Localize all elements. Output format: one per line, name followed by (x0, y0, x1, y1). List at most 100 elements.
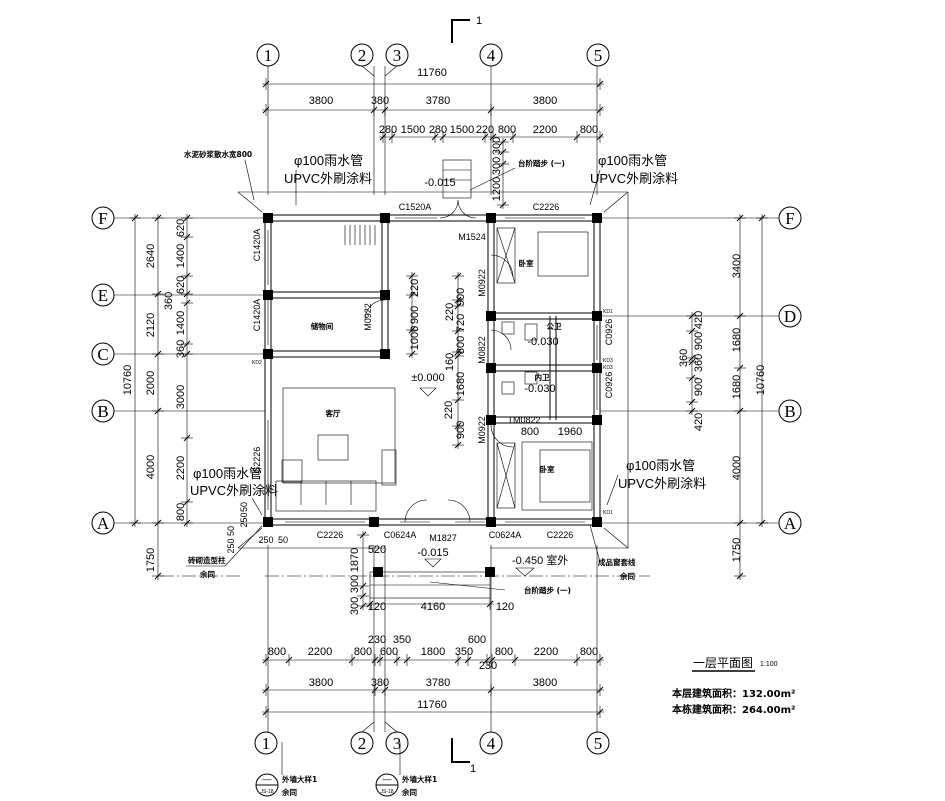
axis-bubble-2-bottom: 2 (350, 731, 374, 755)
svg-text:C0926: C0926 (604, 319, 614, 346)
level-marker (419, 387, 437, 397)
column (380, 213, 390, 223)
room-public-bath: 公卫 (547, 322, 562, 331)
svg-text:120: 120 (496, 601, 514, 613)
svg-text:800: 800 (268, 646, 286, 658)
svg-text:350: 350 (455, 646, 473, 658)
apron-outline (238, 191, 629, 549)
svg-text:M0822: M0822 (477, 336, 487, 364)
svg-text:360: 360 (175, 340, 187, 358)
svg-text:C2226: C2226 (252, 447, 262, 474)
pipe-note-left: φ100雨水管 (193, 466, 262, 481)
column (592, 363, 602, 373)
axis-bubble-B-left: B (91, 399, 115, 423)
apron-note: 水泥砂浆散水宽800 (184, 149, 252, 159)
svg-text:420: 420 (693, 311, 705, 329)
level-bath1: -0.030 (527, 336, 558, 348)
svg-text:280: 280 (379, 124, 397, 136)
window-trim-note: 成品窗套线 (598, 557, 636, 567)
svg-text:3800: 3800 (309, 677, 333, 689)
column (486, 415, 496, 425)
svg-text:TM0822: TM0822 (507, 415, 540, 425)
svg-text:2: 2 (358, 734, 367, 753)
svg-text:11760: 11760 (417, 699, 447, 711)
svg-text:KD3: KD3 (603, 358, 613, 364)
svg-text:900: 900 (455, 288, 467, 306)
svg-text:B: B (97, 402, 108, 421)
svg-text:1: 1 (262, 734, 271, 753)
room-bedroom-2: 卧室 (540, 464, 555, 474)
svg-text:1960: 1960 (558, 426, 582, 438)
svg-text:M1827: M1827 (429, 533, 457, 543)
column (369, 517, 379, 527)
svg-text:900: 900 (693, 332, 705, 350)
drawing-title: 一层平面图 1:100 本层建筑面积：132.00m² 本栋建筑面积：264.0… (672, 656, 795, 716)
svg-text:余同: 余同 (619, 571, 635, 581)
svg-text:220: 220 (444, 303, 456, 321)
line (603, 527, 629, 549)
svg-text:1000: 1000 (409, 326, 421, 350)
svg-text:800: 800 (175, 503, 187, 521)
axis-bubble-5-bottom: 5 (586, 731, 610, 755)
axis-bubble-A-right: A (778, 511, 802, 535)
drawing-lines (114, 65, 779, 775)
title-name: 一层平面图 (693, 656, 753, 670)
column (380, 290, 390, 300)
level-entry-top: -0.015 (424, 177, 455, 189)
axis-bubble-A-left: A (91, 511, 115, 535)
axis-bubble-3-bottom: 3 (385, 731, 409, 755)
svg-text:C1420A: C1420A (252, 299, 262, 332)
axis-bubble-4-top: 4 (479, 43, 503, 67)
axis-bubble-4-bottom: 4 (479, 731, 503, 755)
svg-text:800: 800 (455, 336, 467, 354)
svg-text:B: B (784, 402, 795, 421)
left-dimensions: 10760 2640 2120 2000 4000 1750 620 1400 … (122, 219, 187, 572)
svg-text:KD1: KD1 (603, 510, 613, 516)
svg-text:外墙大样1: 外墙大样1 (282, 774, 317, 784)
svg-text:2200: 2200 (533, 124, 557, 136)
svg-text:C2226: C2226 (547, 530, 574, 540)
leader (589, 524, 601, 563)
svg-text:余同: 余同 (199, 569, 215, 579)
section-mark-top: 1 (476, 15, 482, 27)
svg-text:余同: 余同 (401, 787, 417, 797)
line (496, 442, 516, 509)
svg-text:4000: 4000 (731, 456, 743, 480)
svg-text:360: 360 (163, 292, 175, 310)
column (486, 213, 496, 223)
svg-text:420: 420 (693, 413, 705, 431)
svg-text:C0624A: C0624A (489, 530, 522, 540)
line (603, 191, 629, 213)
title-scale: 1:100 (760, 661, 778, 668)
svg-text:900: 900 (693, 378, 705, 396)
leader (244, 159, 255, 201)
svg-text:250: 250 (239, 512, 249, 527)
svg-text:E: E (98, 286, 108, 305)
svg-text:50: 50 (226, 526, 236, 536)
opening-labels: C1520A C2226 M1524 C1420A C1420A C2226 M… (252, 202, 614, 543)
svg-text:C2226: C2226 (317, 530, 344, 540)
svg-text:JS-18: JS-18 (380, 789, 393, 795)
svg-text:900: 900 (455, 421, 467, 439)
svg-text:C0926: C0926 (604, 372, 614, 399)
axis-bubble-E-left: E (91, 283, 115, 307)
svg-text:1870: 1870 (349, 548, 361, 572)
section-mark-bottom-line (451, 738, 470, 763)
svg-text:10760: 10760 (122, 365, 134, 396)
svg-text:380: 380 (371, 95, 389, 107)
column (592, 311, 602, 321)
svg-text:800: 800 (498, 124, 516, 136)
svg-text:300: 300 (349, 597, 361, 615)
svg-text:1200: 1200 (491, 177, 503, 201)
svg-text:800: 800 (580, 124, 598, 136)
svg-text:F: F (98, 209, 107, 228)
svg-text:720: 720 (455, 314, 467, 332)
door-swing (364, 299, 386, 321)
svg-text:2120: 2120 (145, 313, 157, 337)
svg-text:M1524: M1524 (458, 232, 486, 242)
svg-text:600: 600 (380, 646, 398, 658)
axis-bubble-2-top: 2 (350, 43, 374, 67)
outdoor-level: -0.450 室外 (512, 553, 568, 567)
svg-text:800: 800 (495, 646, 513, 658)
